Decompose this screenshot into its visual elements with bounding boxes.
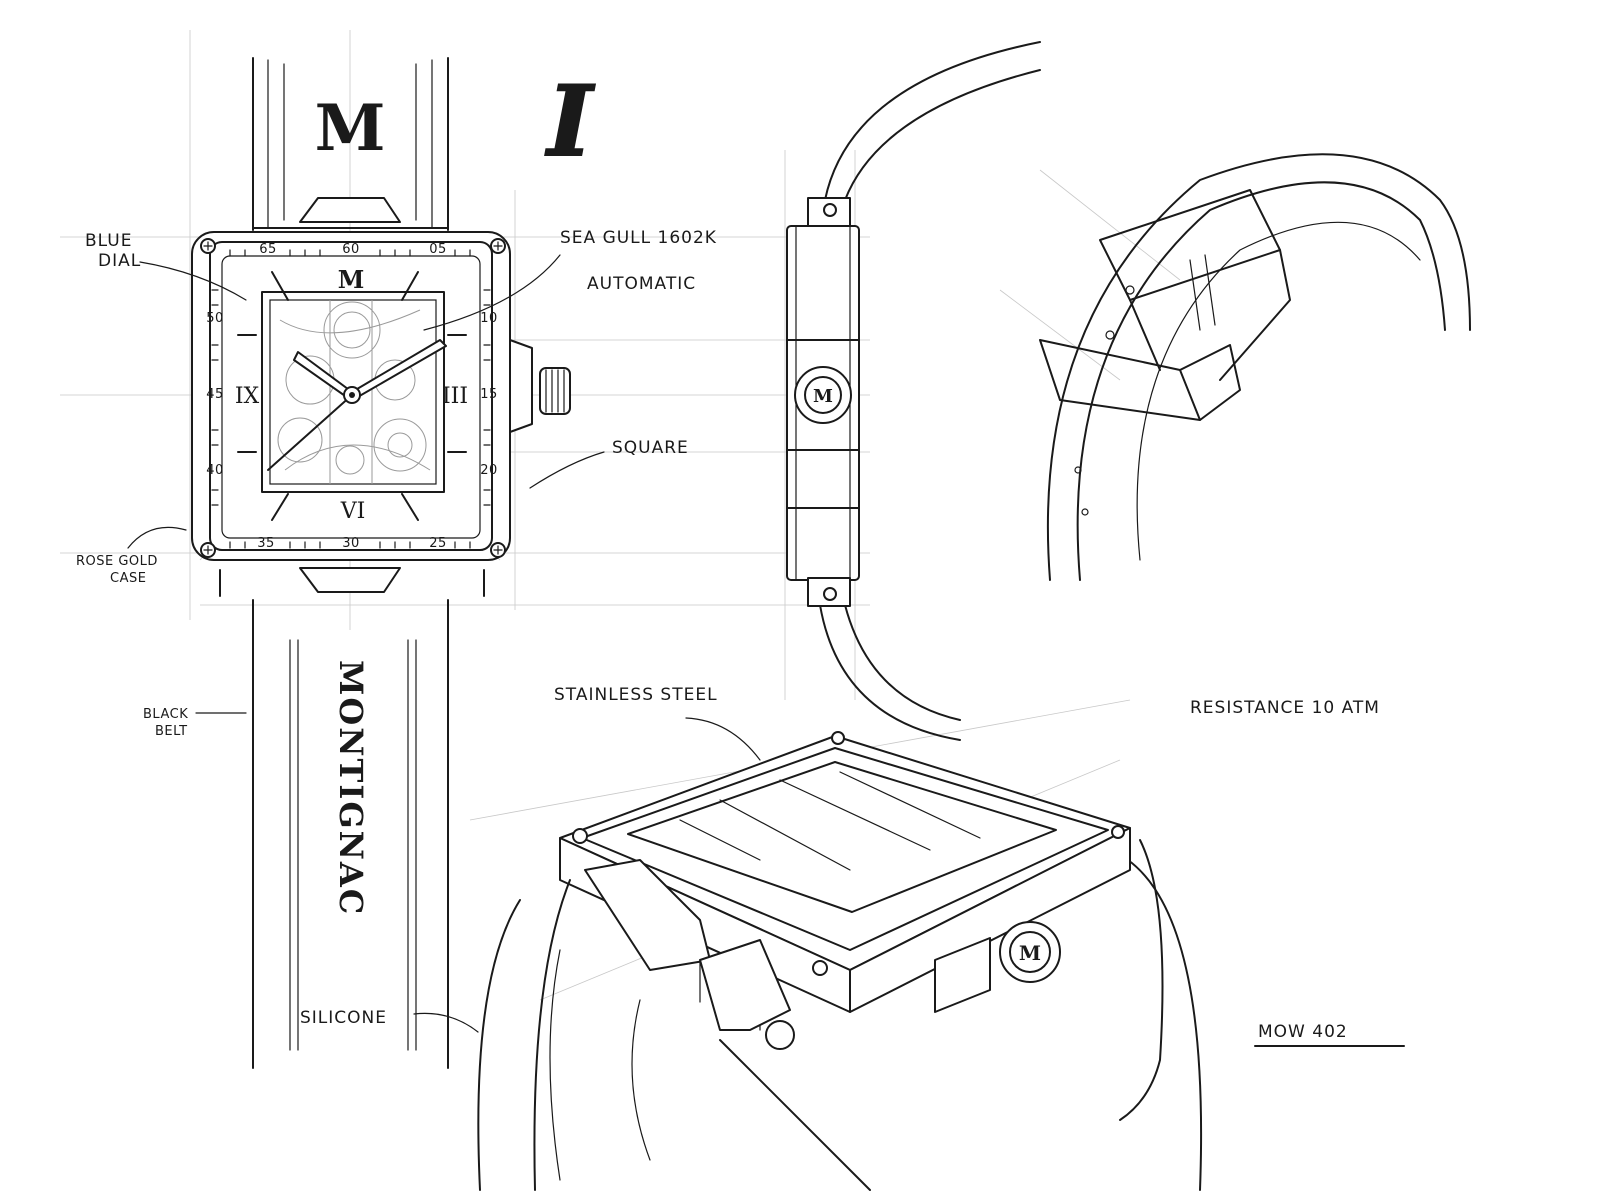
clasp-detail-view: [1039, 153, 1471, 581]
svg-text:SEA GULL 1602K: SEA GULL 1602K: [560, 228, 717, 248]
svg-text:25: 25: [429, 536, 447, 551]
svg-text:40: 40: [206, 463, 224, 478]
callout-silicone: SILICONE: [300, 1008, 479, 1033]
callout-blue-dial: BLUE DIAL: [85, 231, 247, 301]
svg-text:IX: IX: [235, 384, 260, 409]
callout-movement: SEA GULL 1602K: [423, 228, 717, 331]
svg-text:BLACK: BLACK: [143, 707, 188, 722]
svg-text:CASE: CASE: [110, 571, 146, 586]
callout-resistance: RESISTANCE 10 ATM: [1190, 698, 1380, 718]
strap-brand-text: MONTIGNAC: [332, 660, 370, 916]
svg-text:30: 30: [342, 536, 360, 551]
model-label: MOW 402: [1254, 1022, 1405, 1047]
svg-text:III: III: [442, 384, 468, 409]
svg-text:10: 10: [480, 311, 498, 326]
bezel-ticks: [211, 249, 491, 549]
side-crown-logo: M: [813, 386, 833, 407]
callout-black-belt: BLACK BELT: [143, 707, 247, 739]
bezel-numbers: 65 60 05 10 15 20 25 30 35 40 45 50: [206, 242, 498, 551]
svg-text:MOW 402: MOW 402: [1258, 1022, 1348, 1042]
svg-text:SILICONE: SILICONE: [300, 1008, 387, 1028]
callout-stainless-steel: STAINLESS STEEL: [554, 685, 761, 761]
svg-text:DIAL: DIAL: [98, 251, 141, 271]
svg-text:RESISTANCE 10 ATM: RESISTANCE 10 ATM: [1190, 698, 1380, 718]
side-view-watch: M: [786, 41, 1041, 741]
svg-text:05: 05: [429, 242, 447, 257]
svg-text:15: 15: [480, 387, 498, 402]
italic-logo: I: [545, 65, 596, 178]
logo-marks: M I: [315, 64, 597, 179]
svg-text:VI: VI: [340, 499, 366, 524]
dial-logo: M: [338, 265, 365, 294]
dial-numerals: III VI IX: [235, 271, 468, 524]
svg-text:35: 35: [257, 536, 275, 551]
strap-logo: M: [315, 91, 386, 166]
case-screws: [200, 238, 506, 558]
svg-text:BELT: BELT: [155, 724, 188, 739]
svg-text:60: 60: [342, 242, 360, 257]
svg-text:SQUARE: SQUARE: [612, 438, 689, 458]
svg-text:65: 65: [259, 242, 277, 257]
svg-text:AUTOMATIC: AUTOMATIC: [587, 274, 696, 294]
svg-text:ROSE GOLD: ROSE GOLD: [76, 554, 158, 569]
svg-text:50: 50: [206, 311, 224, 326]
watch-hands: [267, 339, 447, 471]
svg-text:BLUE: BLUE: [85, 231, 132, 251]
perspective-crown-logo: M: [1019, 941, 1041, 965]
callout-square: SQUARE: [529, 438, 689, 489]
front-view-watch: 65 60 05 10 15 20 25 30 35 40 45 50 M: [191, 57, 571, 1069]
svg-text:STAINLESS STEEL: STAINLESS STEEL: [554, 685, 718, 705]
perspective-view-watch: M: [477, 731, 1203, 1191]
callout-rose-gold-case: ROSE GOLD CASE: [76, 526, 187, 586]
svg-text:20: 20: [480, 463, 498, 478]
svg-text:45: 45: [206, 387, 224, 402]
callout-automatic: AUTOMATIC: [587, 274, 696, 294]
